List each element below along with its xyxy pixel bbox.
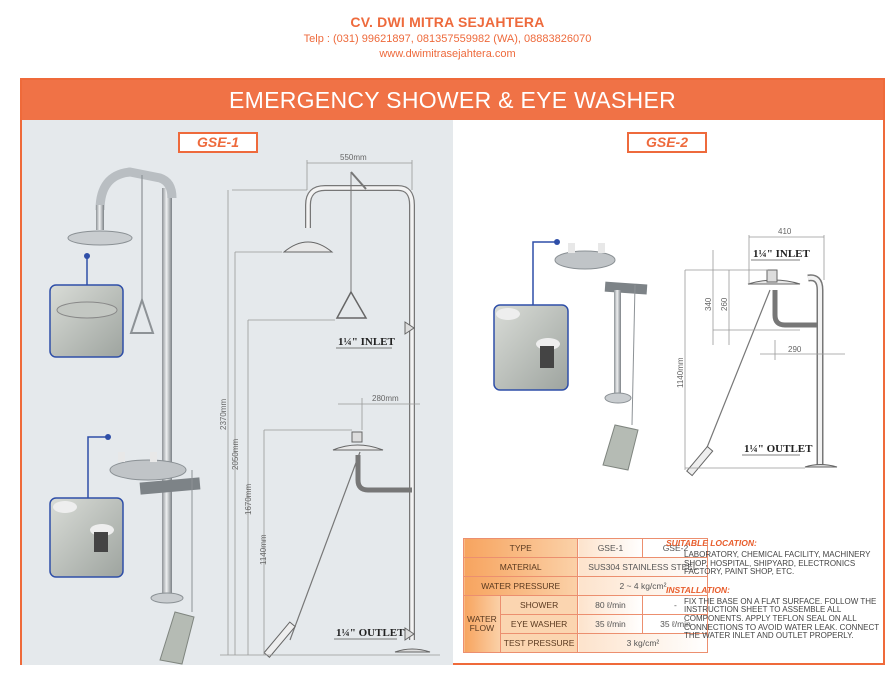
gse1-dim-total-height: 2370mm <box>219 399 228 430</box>
suitable-location-text: LABORATORY, CHEMICAL FACILITY, MACHINERY… <box>684 550 871 577</box>
flow-label: WATER FLOW <box>463 595 501 653</box>
gse1-photo <box>49 167 201 665</box>
gse1-foot-pedal <box>159 611 195 665</box>
eye-gse1: 35 ℓ/min <box>577 614 644 634</box>
page-title: EMERGENCY SHOWER & EYE WASHER <box>22 80 883 120</box>
gse2-eye-bowl <box>554 250 616 270</box>
gse1-dim-eyewash-height: 1140mm <box>259 534 268 565</box>
table-row: TEST PRESSURE 3 kg/cm² <box>464 633 709 653</box>
gse1-shower-detail-photo <box>49 284 124 358</box>
gse2-dim-offset: 290 <box>788 345 802 354</box>
gse1-pull-handle <box>129 296 155 334</box>
type-gse1: GSE-1 <box>577 538 644 558</box>
gse1-pipe-arm <box>95 167 177 211</box>
gse2-dim-height: 1140mm <box>676 357 685 388</box>
table-row: TYPE GSE-1 GSE-2 <box>462 538 709 558</box>
company-website[interactable]: www.dwimitrasejahtera.com <box>379 48 516 60</box>
shower-label: SHOWER <box>499 595 579 615</box>
pressure-label: WATER PRESSURE <box>462 576 579 596</box>
type-label: TYPE <box>462 538 579 558</box>
company-header: CV. DWI MITRA SEJAHTERA Telp : (031) 996… <box>0 14 895 60</box>
shower-gse1: 80 ℓ/min <box>577 595 644 615</box>
material-label: MATERIAL <box>462 557 579 577</box>
gse2-model-tag: GSE-2 <box>627 132 707 153</box>
gse1-model-tag: GSE-1 <box>178 132 258 153</box>
gse2-eyewash-detail-photo <box>493 304 569 391</box>
spec-table: TYPE GSE-1 GSE-2 MATERIAL SUS304 STAINLE… <box>462 538 709 653</box>
table-row: WATER PRESSURE 2 ~ 4 kg/cm² <box>462 576 709 596</box>
test-value: 3 kg/cm² <box>577 633 709 653</box>
gse1-dim-eyewash-offset: 280mm <box>372 394 399 403</box>
gse1-pipe-vertical <box>162 188 172 598</box>
pressure-value: 2 ~ 4 kg/cm² <box>577 576 709 596</box>
installation-title: INSTALLATION: <box>666 584 730 595</box>
company-name: CV. DWI MITRA SEJAHTERA <box>350 14 545 30</box>
gse1-dimension-labels: 550mm 280mm 2370mm 2050mm 1670mm 1140mm … <box>219 153 405 640</box>
gse1-drawing <box>220 160 440 658</box>
eye-label: EYE WASHER <box>499 614 579 634</box>
test-label: TEST PRESSURE <box>499 633 579 653</box>
gse2-photo <box>493 239 648 471</box>
company-phone: Telp : (031) 99621897, 081357559982 (WA)… <box>303 33 592 45</box>
gse2-foot-pedal <box>602 424 639 471</box>
gse1-eye-bowl <box>109 459 187 481</box>
table-row: EYE WASHER 35 ℓ/min 35 ℓ/min <box>464 614 709 634</box>
gse2-dim-outer-depth: 340 <box>704 297 713 311</box>
gse1-shower-head <box>67 230 133 246</box>
info-section: SUITABLE LOCATION: LABORATORY, CHEMICAL … <box>666 538 881 649</box>
gse1-dim-shower-height: 2050mm <box>231 439 240 470</box>
gse2-dim-width: 410 <box>778 227 792 236</box>
table-row: MATERIAL SUS304 STAINLESS STEEL <box>462 557 709 577</box>
gse1-inlet-label: 1¼" INLET <box>338 336 396 348</box>
gse2-drawing <box>684 235 845 477</box>
gse2-dimension-labels: 410 290 340 260 1140mm 1¼" INLET 1¼" OUT… <box>676 227 813 456</box>
gse2-inlet-label: 1¼" INLET <box>753 248 811 260</box>
gse1-dim-handle-height: 1670mm <box>244 484 253 515</box>
gse1-outlet-label: 1¼" OUTLET <box>336 627 405 639</box>
suitable-location-title: SUITABLE LOCATION: <box>666 538 757 548</box>
installation-text: FIX THE BASE ON A FLAT SURFACE. FOLLOW T… <box>684 596 879 641</box>
gse1-dim-arm-width: 550mm <box>340 153 367 162</box>
gse2-dim-inner-depth: 260 <box>720 297 729 311</box>
gse2-outlet-label: 1¼" OUTLET <box>744 443 813 455</box>
gse1-eyewash-detail-photo <box>49 497 124 578</box>
